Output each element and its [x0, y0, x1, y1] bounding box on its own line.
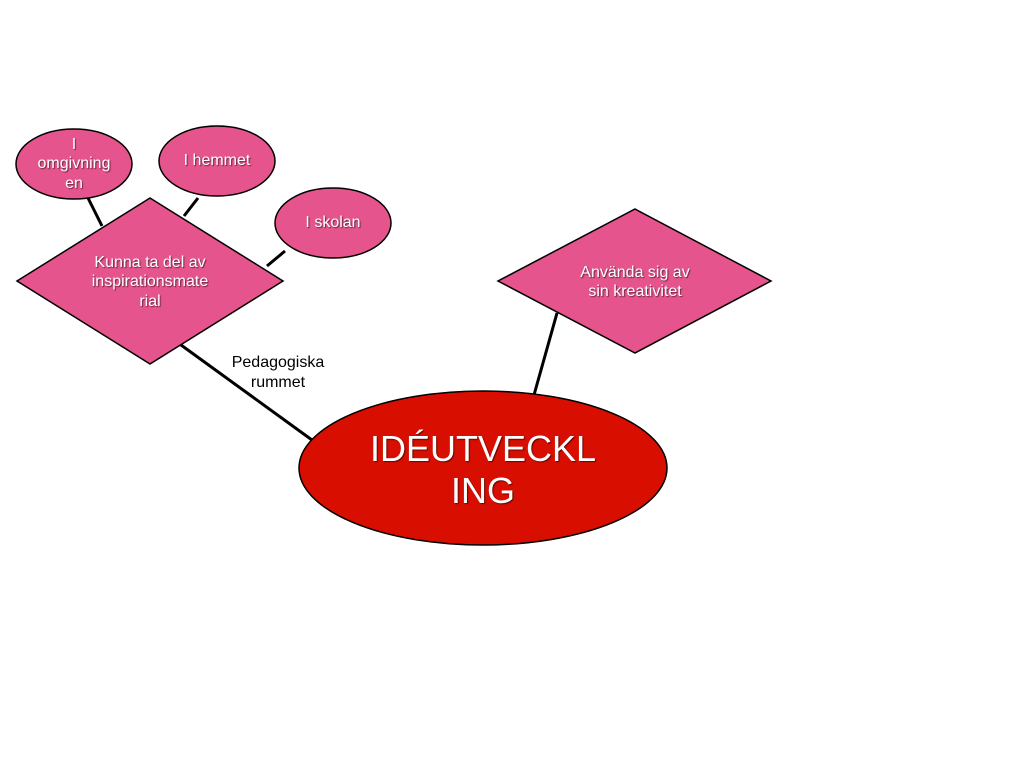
connector-skolan-inspiration [266, 249, 286, 268]
node-kreativitet-shape [496, 208, 773, 354]
node-center-label: IDÉUTVECKL ING [369, 427, 597, 511]
node-omgivningen-shape [15, 128, 133, 200]
node-skolan-shape [274, 187, 392, 259]
node-inspiration-label: Kunna ta del av inspirationsmate rial [91, 254, 209, 310]
connector-hemmet-inspiration [182, 197, 200, 217]
node-skolan-label: I skolan [305, 214, 361, 232]
node-inspiration-shape [15, 197, 285, 365]
edge-label-pedagogiska: Pedagogiska rummet [231, 354, 325, 391]
node-hemmet-label: I hemmet [183, 152, 251, 170]
node-hemmet-shape [158, 125, 276, 197]
connector-omgivningen-inspiration [86, 197, 104, 227]
node-kreativitet-label: Använda sig av sin kreativitet [580, 263, 690, 300]
connector-kreativitet-center [532, 312, 559, 396]
connector-inspiration-center [180, 343, 313, 442]
node-omgivningen-label: I omgivning en [37, 136, 111, 192]
node-center-shape [298, 390, 668, 546]
